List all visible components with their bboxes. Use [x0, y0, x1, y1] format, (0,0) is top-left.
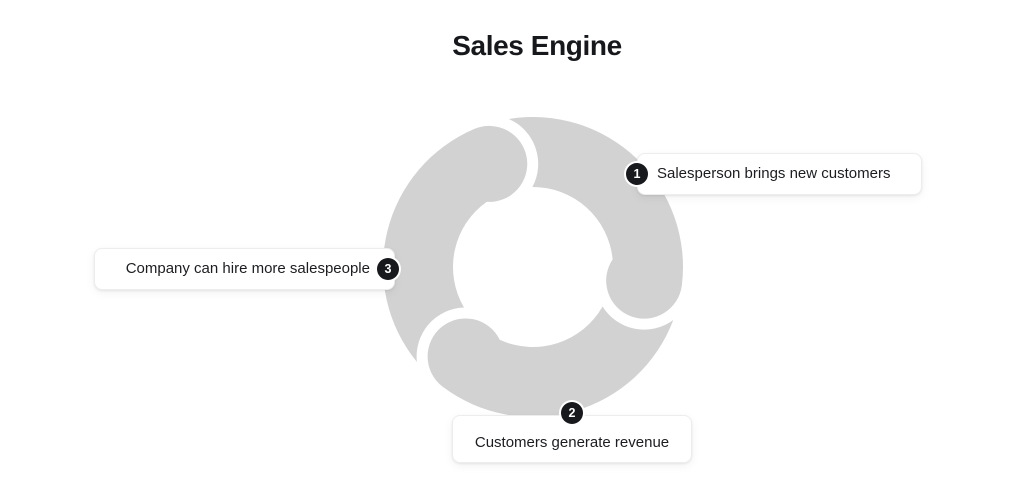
step-badge-2: 2: [561, 402, 583, 424]
cycle-segment-top: [508, 117, 683, 319]
page-title: Sales Engine: [452, 30, 622, 61]
step-label-3: Company can hire more salespeople: [125, 260, 370, 277]
step-badge-1: 1: [626, 163, 648, 185]
step-badge-3: 3: [377, 258, 399, 280]
step-card-1: 1 Salesperson brings new customers: [626, 153, 922, 195]
step-label-1: Salesperson brings new customers: [657, 165, 891, 182]
step-label-2: Customers generate revenue: [474, 434, 670, 451]
step-card-2: 2 Customers generate revenue: [452, 402, 692, 463]
step-card-3: Company can hire more salespeople 3: [94, 248, 399, 290]
